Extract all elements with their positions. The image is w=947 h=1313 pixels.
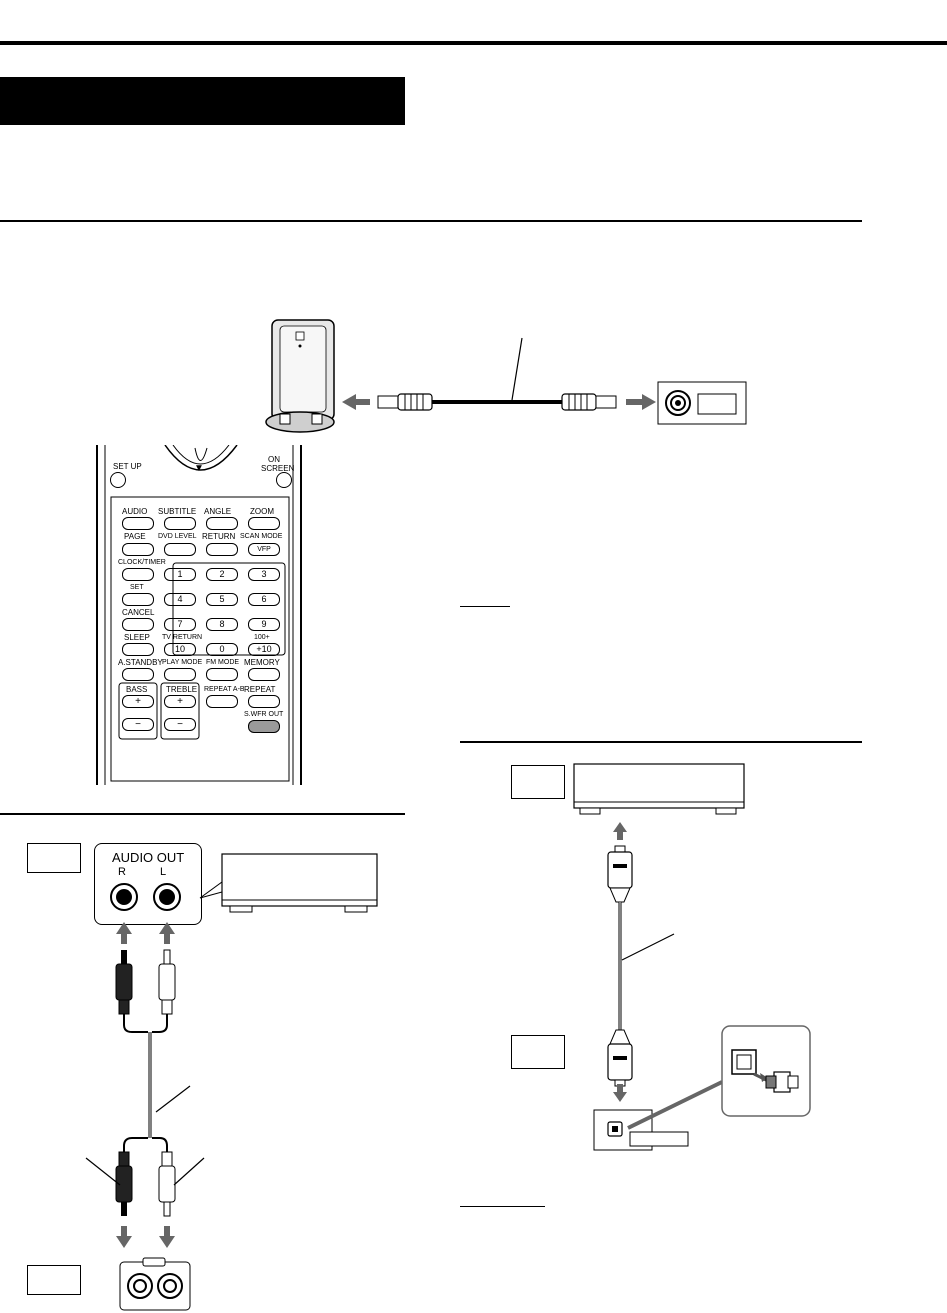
num-plus10-button[interactable]: +10 (248, 643, 280, 656)
fm-mode-label: FM MODE (206, 659, 240, 666)
bass-label: BASS (126, 685, 148, 694)
num-0-button[interactable]: 0 (206, 643, 238, 656)
page-button[interactable] (122, 543, 154, 556)
subtitle-button[interactable] (164, 517, 196, 530)
astandby-label: A.STANDBY (118, 658, 163, 667)
clock-timer-label: CLOCK/TIMER (118, 559, 166, 566)
num-10-button[interactable]: 10 (164, 643, 196, 656)
zoom-label: ZOOM (250, 507, 274, 516)
sleep-button[interactable] (122, 643, 154, 656)
treble-plus-button[interactable]: + (164, 695, 196, 708)
remote-onscreen-label-1: ON (268, 455, 280, 464)
analog-audio-diagram (85, 853, 378, 1311)
repeat-ab-button[interactable] (206, 695, 238, 708)
top-rule (0, 41, 947, 45)
memory-label: MEMORY (244, 658, 280, 667)
cancel-label: CANCEL (122, 608, 155, 617)
audio-out-title: AUDIO OUT (112, 850, 185, 865)
onscreen-button[interactable] (276, 472, 292, 488)
dvd-level-button[interactable] (164, 543, 196, 556)
repeat-label: REPEAT (244, 685, 276, 694)
device-label-box-bottom-left (27, 1265, 81, 1295)
tv-return-label: TV RETURN (162, 634, 203, 641)
astandby-button[interactable] (122, 668, 154, 681)
repeat-button[interactable] (248, 695, 280, 708)
optical-digital-diagram (573, 763, 811, 1151)
audio-button[interactable] (122, 517, 154, 530)
note-underline-2 (460, 1206, 545, 1207)
vfp-button[interactable]: VFP (248, 543, 280, 556)
angle-button[interactable] (206, 517, 238, 530)
play-mode-button[interactable] (164, 668, 196, 681)
audio-out-r-label: R (118, 866, 126, 878)
bass-minus-button[interactable]: − (122, 718, 154, 731)
num-2-button[interactable]: 2 (206, 568, 238, 581)
page-label: PAGE (124, 532, 146, 541)
scan-mode-label: SCAN MODE (240, 533, 283, 540)
num-6-button[interactable]: 6 (248, 593, 280, 606)
remote-down-arrow: ▼ (194, 463, 204, 474)
remote-onscreen-label-2: SCREEN (261, 464, 295, 473)
zoom-button[interactable] (248, 517, 280, 530)
num-5-button[interactable]: 5 (206, 593, 238, 606)
memory-button[interactable] (248, 668, 280, 681)
play-mode-label: PLAY MODE (162, 659, 203, 666)
device-label-box-top-left (27, 843, 81, 873)
treble-minus-button[interactable]: − (164, 718, 196, 731)
device-label-box-bottom-right (511, 1035, 565, 1069)
swfr-out-label: S.WFR OUT (244, 711, 284, 718)
subtitle-label: SUBTITLE (158, 507, 197, 516)
bass-plus-button[interactable]: + (122, 695, 154, 708)
fm-mode-button[interactable] (206, 668, 238, 681)
treble-label: TREBLE (166, 685, 198, 694)
remote-setup-label: SET UP (113, 462, 142, 471)
angle-label: ANGLE (204, 507, 232, 516)
section-rule-left (0, 813, 405, 815)
sleep-label: SLEEP (124, 633, 150, 642)
swfr-out-button[interactable] (248, 720, 280, 733)
num-8-button[interactable]: 8 (206, 618, 238, 631)
dvd-level-label: DVD LEVEL (158, 533, 197, 540)
audio-label: AUDIO (122, 507, 148, 516)
set-label: SET (130, 584, 144, 591)
section-heading-banner (0, 77, 405, 125)
section-rule-main (0, 220, 862, 222)
return-button[interactable] (206, 543, 238, 556)
cancel-button[interactable] (122, 618, 154, 631)
audio-out-l-label: L (160, 866, 167, 878)
device-label-box-top-right (511, 765, 565, 799)
subwoofer-connection-diagram (265, 319, 747, 433)
num-1-button[interactable]: 1 (164, 568, 196, 581)
num-4-button[interactable]: 4 (164, 593, 196, 606)
return-label: RETURN (202, 532, 236, 541)
hundred-plus-label: 100+ (254, 634, 270, 641)
num-9-button[interactable]: 9 (248, 618, 280, 631)
num-7-button[interactable]: 7 (164, 618, 196, 631)
setup-button[interactable] (110, 472, 126, 488)
num-3-button[interactable]: 3 (248, 568, 280, 581)
clock-timer-button[interactable] (122, 568, 154, 581)
audio-out-panel (94, 843, 202, 925)
repeat-ab-label: REPEAT A-B (204, 686, 245, 693)
section-rule-right (460, 741, 862, 743)
note-underline (460, 606, 510, 607)
set-button[interactable] (122, 593, 154, 606)
